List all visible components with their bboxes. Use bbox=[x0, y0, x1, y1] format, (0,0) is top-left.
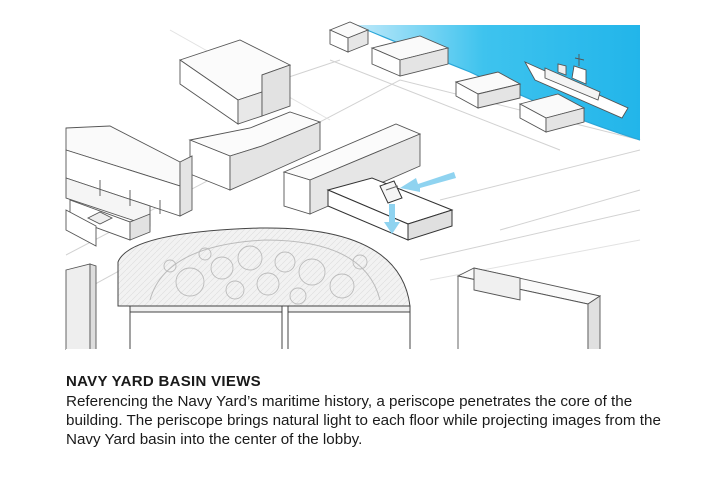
circular-plaza bbox=[117, 227, 411, 307]
l-shaped-building bbox=[179, 39, 292, 125]
caption-body: Referencing the Navy Yard’s maritime his… bbox=[66, 393, 661, 448]
light-arrow-vertical bbox=[384, 204, 400, 234]
navy-ship bbox=[523, 54, 629, 119]
light-arrow-horizontal bbox=[400, 172, 456, 192]
left-edge-building bbox=[65, 263, 97, 350]
site-axonometric-diagram bbox=[65, 21, 641, 350]
foreground-buildings bbox=[129, 305, 411, 350]
caption-title: NAVY YARD BASIN VIEWS bbox=[66, 373, 261, 390]
left-row-buildings bbox=[65, 125, 193, 247]
periscope-icon bbox=[379, 180, 403, 204]
corner-building bbox=[456, 267, 602, 350]
waterfront-buildings bbox=[328, 21, 586, 133]
caption-block: NAVY YARD BASIN VIEWS Referencing the Na… bbox=[66, 373, 666, 449]
